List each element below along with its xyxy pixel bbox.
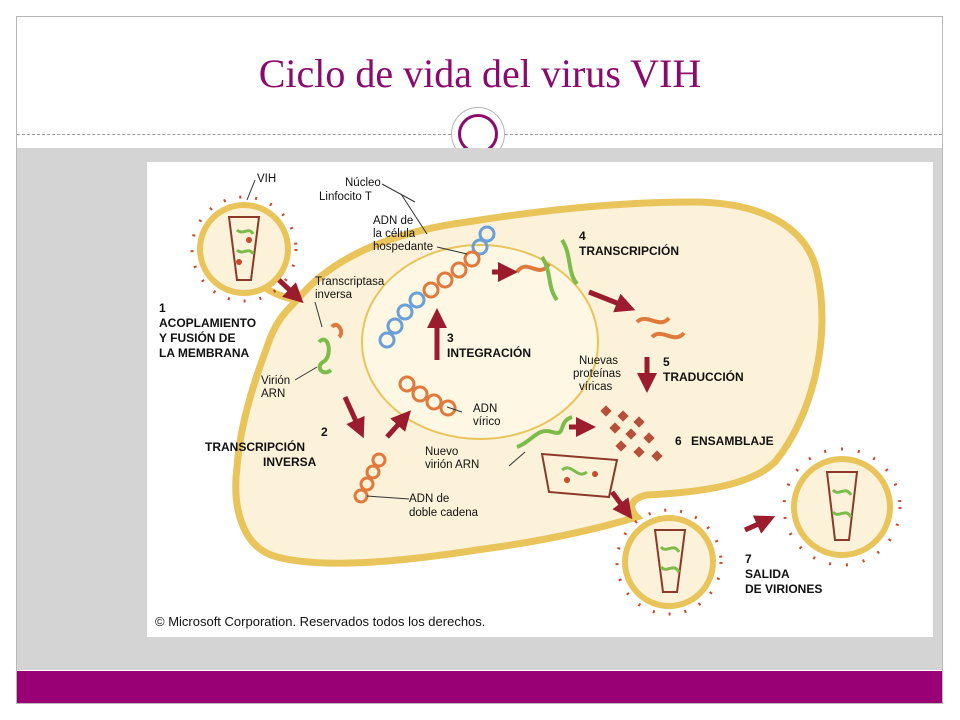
label-nuevas-proteinas-2: proteínas — [573, 368, 621, 380]
transcribed-rna — [515, 238, 686, 340]
title-divider-right — [505, 134, 942, 135]
step-2-line-2: INVERSA — [263, 455, 317, 469]
label-vih: VIH — [257, 173, 276, 185]
step-6-line-1: ENSAMBLAJE — [691, 434, 774, 448]
step-2-line-1: TRANSCRIPCIÓN — [205, 439, 305, 454]
step-4-line-1: TRANSCRIPCIÓN — [579, 243, 679, 258]
process-arrows — [277, 262, 776, 534]
title-divider-left — [17, 134, 451, 135]
label-transcriptasa-2: inversa — [315, 289, 353, 301]
step-6-number: 6 — [675, 434, 682, 448]
step-2-number: 2 — [321, 425, 328, 439]
label-virion-arn-1: Virión — [261, 375, 290, 387]
label-adn-celula-2: la célula — [373, 228, 416, 240]
copyright-notice: © Microsoft Corporation. Reservados todo… — [155, 614, 485, 629]
hiv-virion-attaching — [190, 195, 298, 303]
virion-rna — [317, 337, 333, 375]
step-3-line-1: INTEGRACIÓN — [447, 345, 531, 360]
step-1-line-1: ACOPLAMIENTO — [159, 316, 256, 330]
step-3-number: 3 — [447, 331, 454, 345]
new-virion-rna — [516, 415, 573, 449]
hiv-virion-budding — [615, 508, 723, 616]
slide-frame — [16, 16, 943, 704]
label-nuevo-virion-1: Nuevo — [425, 446, 458, 458]
bottom-accent-bar — [17, 671, 942, 703]
label-adn-doble-1: ADN de — [409, 493, 449, 505]
step-5-number: 5 — [663, 355, 670, 369]
label-linfocito: Linfocito T — [319, 191, 372, 203]
label-virion-arn-2: ARN — [261, 388, 285, 400]
step-5-line-1: TRADUCCIÓN — [663, 369, 744, 384]
step-7-line-2: DE VIRIONES — [745, 582, 822, 596]
label-nuevas-proteinas-1: Nuevas — [579, 355, 618, 367]
label-adn-celula-1: ADN de — [373, 215, 413, 227]
label-nucleo: Núcleo — [345, 177, 381, 189]
label-leaders — [246, 179, 526, 500]
host-cell-dna — [378, 225, 496, 349]
viral-dna — [398, 375, 457, 417]
hiv-lifecycle-diagram: VIH Núcleo Linfocito T ADN de la célula … — [147, 162, 933, 637]
assembling-capsid — [540, 452, 619, 499]
step-7-line-1: SALIDA — [745, 567, 790, 581]
label-transcriptasa-1: Transcriptasa — [315, 276, 385, 288]
label-nuevo-virion-2: virión ARN — [425, 459, 479, 471]
label-adn-virico-2: vírico — [473, 416, 500, 428]
label-adn-celula-3: hospedante — [373, 241, 433, 253]
step-4-number: 4 — [579, 229, 586, 243]
step-1-number: 1 — [159, 301, 166, 315]
step-1-line-3: LA MEMBRANA — [159, 346, 250, 360]
hiv-virion-released — [782, 447, 902, 567]
viral-proteins — [600, 405, 663, 462]
label-adn-virico-1: ADN — [473, 403, 497, 415]
step-7-number: 7 — [745, 552, 752, 566]
label-adn-doble-2: doble cadena — [409, 507, 479, 519]
slide-title: Ciclo de vida del virus VIH — [258, 51, 702, 96]
step-1-line-2: Y FUSIÓN DE — [159, 330, 235, 345]
label-nuevas-proteinas-3: víricas — [579, 381, 612, 393]
